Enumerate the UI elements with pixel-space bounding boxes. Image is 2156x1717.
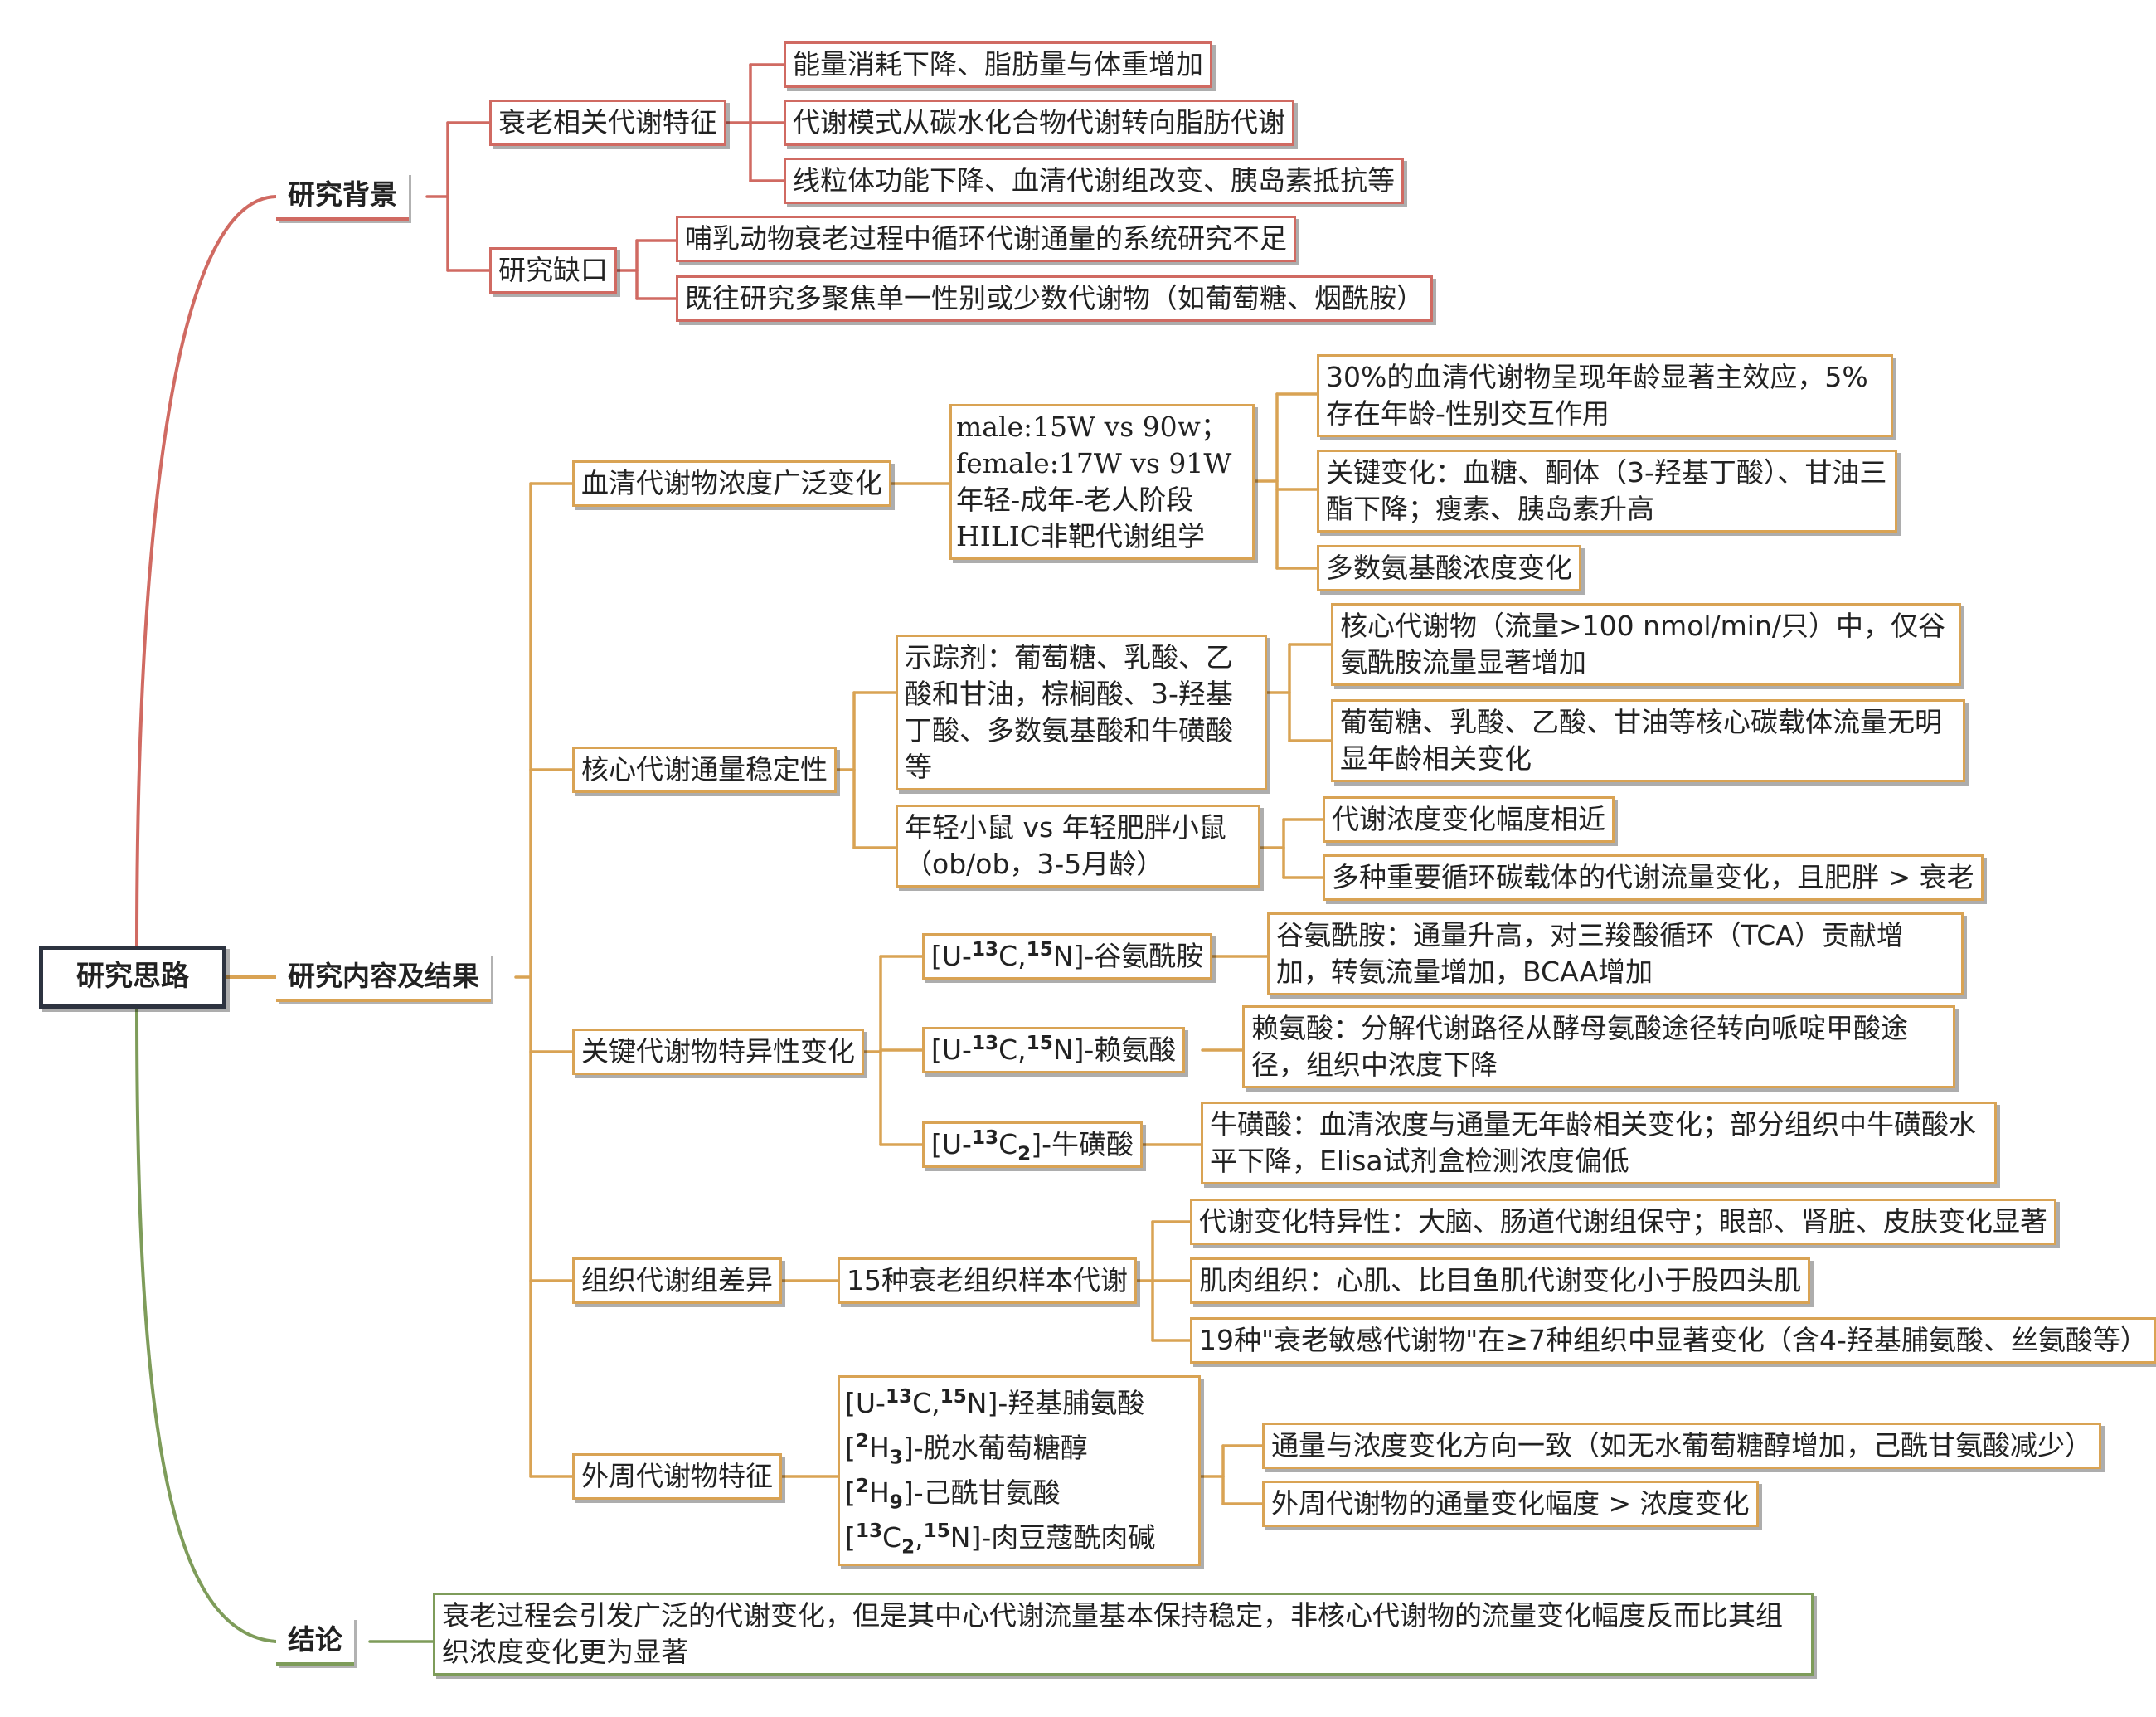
obese-result-2[interactable]: 多种重要循环碳载体的代谢流量变化，且肥胖 > 衰老 [1323,854,1984,901]
serum-design[interactable]: male:15W vs 90w； female:17W vs 91W 年轻-成年… [949,404,1255,560]
specific-node[interactable]: 关键代谢物特异性变化 [572,1029,864,1075]
obese-node[interactable]: 年轻小鼠 vs 年轻肥胖小鼠 （ob/ob，3-5月龄） [896,805,1260,888]
branch-content[interactable]: 研究内容及结果 [276,954,491,1002]
obese-result-1[interactable]: 代谢浓度变化幅度相近 [1323,796,1615,843]
root-node[interactable]: 研究思路 [39,946,226,1009]
gap-item-1[interactable]: 哺乳动物衰老过程中循环代谢通量的系统研究不足 [676,216,1296,262]
serum-design-line: HILIC非靶代谢组学 [956,520,1206,552]
lysine-tracer[interactable]: [U-13C,15N]-赖氨酸 [922,1027,1186,1073]
obese-line: 年轻小鼠 vs 年轻肥胖小鼠 [905,811,1226,844]
serum-design-line: male:15W vs 90w； [956,411,1228,443]
tracer-anhydroglucitol: [2H3]-脱水葡萄糖醇 [845,1431,1088,1469]
tracer-hydroxyproline: [U-13C,15N]-羟基脯氨酸 [845,1386,1145,1419]
taurine-tracer[interactable]: [U-13C2]-牛磺酸 [922,1121,1143,1168]
feature-item-2[interactable]: 代谢模式从碳水化合物代谢转向脂肪代谢 [784,100,1294,146]
tissue-result-1[interactable]: 代谢变化特异性：大脑、肠道代谢组保守；眼部、肾脏、皮肤变化显著 [1190,1199,2056,1245]
obese-line: （ob/ob，3-5月龄） [905,848,1164,880]
connector-line [135,195,278,947]
peripheral-result-2[interactable]: 外周代谢物的通量变化幅度 > 浓度变化 [1262,1481,1759,1527]
peripheral-result-1[interactable]: 通量与浓度变化方向一致（如无水葡萄糖醇增加，己酰甘氨酸减少） [1262,1423,2101,1469]
features-node[interactable]: 衰老相关代谢特征 [489,100,726,146]
gap-item-2[interactable]: 既往研究多聚焦单一性别或少数代谢物（如葡萄糖、烟酰胺） [676,275,1433,322]
tracer-result-1[interactable]: 核心代谢物（流量>100 nmol/min/只）中，仅谷氨酰胺流量显著增加 [1331,603,1961,686]
glutamine-result[interactable]: 谷氨酰胺：通量升高，对三羧酸循环（TCA）贡献增加，转氨流量增加，BCAA增加 [1267,912,1964,995]
taurine-result[interactable]: 牛磺酸：血清浓度与通量无年龄相关变化；部分组织中牛磺酸水平下降，Elisa试剂盒… [1201,1102,1997,1184]
serum-design-line: female:17W vs 91W [956,447,1232,479]
serum-result-3[interactable]: 多数氨基酸浓度变化 [1317,545,1581,591]
tissue-node[interactable]: 组织代谢组差异 [572,1257,782,1304]
serum-result-2[interactable]: 关键变化：血糖、酮体（3-羟基丁酸）、甘油三酯下降；瘦素、胰岛素升高 [1317,450,1897,533]
serum-node[interactable]: 血清代谢物浓度广泛变化 [572,460,891,507]
tissue-result-2[interactable]: 肌肉组织：心肌、比目鱼肌代谢变化小于股四头肌 [1190,1257,1810,1304]
peripheral-node[interactable]: 外周代谢物特征 [572,1453,782,1500]
peripheral-tracers[interactable]: [U-13C,15N]-羟基脯氨酸 [2H3]-脱水葡萄糖醇 [2H9]-己酰甘… [838,1375,1201,1566]
lysine-result[interactable]: 赖氨酸：分解代谢路径从酵母氨酸途径转向哌啶甲酸途径，组织中浓度下降 [1242,1005,1955,1088]
tissue-result-3[interactable]: 19种"衰老敏感代谢物"在≥7种组织中显著变化（含4-羟基脯氨酸、丝氨酸等） [1190,1317,2156,1364]
tracer-result-2[interactable]: 葡萄糖、乳酸、乙酸、甘油等核心碳载体流量无明显年龄相关变化 [1331,699,1965,782]
branch-conclusion[interactable]: 结论 [276,1617,354,1666]
gap-node[interactable]: 研究缺口 [489,247,617,294]
feature-item-1[interactable]: 能量消耗下降、脂肪量与体重增加 [784,41,1212,88]
flux-node[interactable]: 核心代谢通量稳定性 [572,747,837,793]
feature-item-3[interactable]: 线粒体功能下降、血清代谢组改变、胰岛素抵抗等 [784,158,1404,204]
tracer-hexanoylglycine: [2H9]-己酰甘氨酸 [845,1476,1061,1514]
serum-design-line: 年轻-成年-老人阶段 [956,484,1194,516]
conclusion-text[interactable]: 衰老过程会引发广泛的代谢变化，但是其中心代谢流量基本保持稳定，非核心代谢物的流量… [433,1593,1814,1676]
tissue-sample-node[interactable]: 15种衰老组织样本代谢 [838,1257,1137,1304]
tracer-node[interactable]: 示踪剂：葡萄糖、乳酸、乙酸和甘油，棕榈酸、3-羟基丁酸、多数氨基酸和牛磺酸等 [896,635,1267,790]
glutamine-tracer[interactable]: [U-13C,15N]-谷氨酰胺 [922,933,1213,980]
tracer-myristoylcarnitine: [13C2,15N]-肉豆蔻酰肉碱 [845,1520,1156,1559]
serum-result-1[interactable]: 30%的血清代谢物呈现年龄显著主效应，5%存在年龄-性别交互作用 [1317,354,1893,437]
branch-background[interactable]: 研究背景 [276,173,409,221]
connector-line [135,1007,278,1643]
